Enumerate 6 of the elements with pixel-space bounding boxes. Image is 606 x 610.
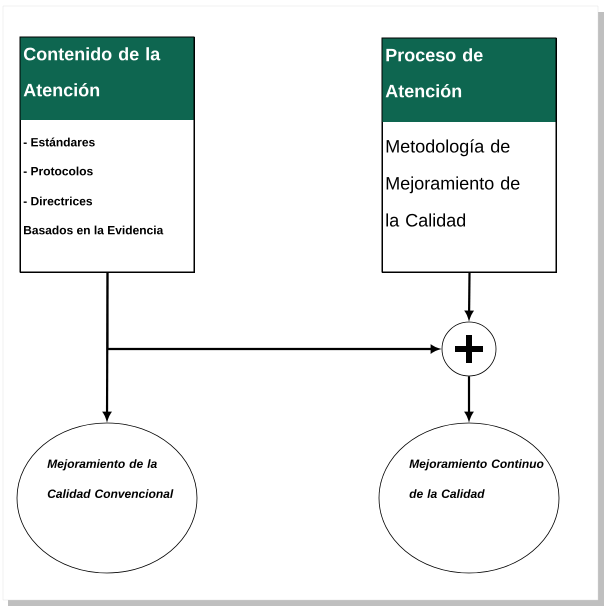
plus-circle bbox=[442, 322, 496, 376]
arrow bbox=[465, 376, 473, 420]
arrow bbox=[106, 273, 439, 353]
process-box: Contenido de la Atención - Estándares - Protocolos - Directrices Basados en la Evidencia bbox=[20, 36, 195, 273]
arrow bbox=[465, 273, 474, 319]
process-box: Proceso de Atención Metodología de Mejoramiento de la Calidad bbox=[382, 38, 557, 273]
